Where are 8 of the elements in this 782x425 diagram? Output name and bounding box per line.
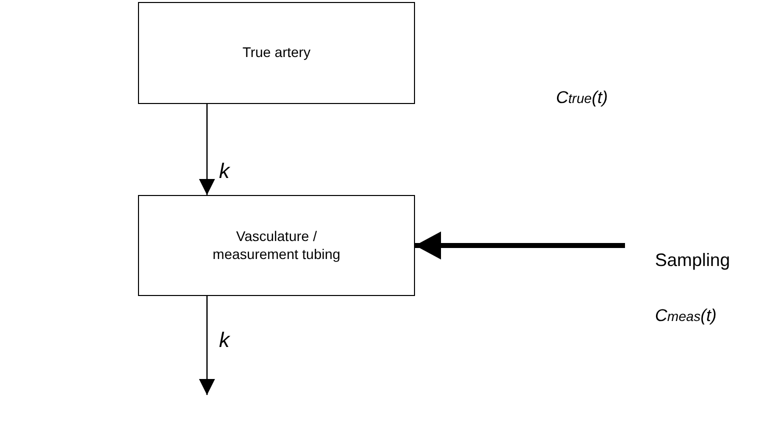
box-label: Vasculature / measurement tubing [212,228,342,263]
process-box [138,195,415,296]
arrow [415,232,625,260]
process-box [138,2,415,104]
arrow [199,296,215,395]
box-label: True artery [242,44,310,62]
text-label: Sampling [655,250,730,271]
arrow [199,104,215,195]
